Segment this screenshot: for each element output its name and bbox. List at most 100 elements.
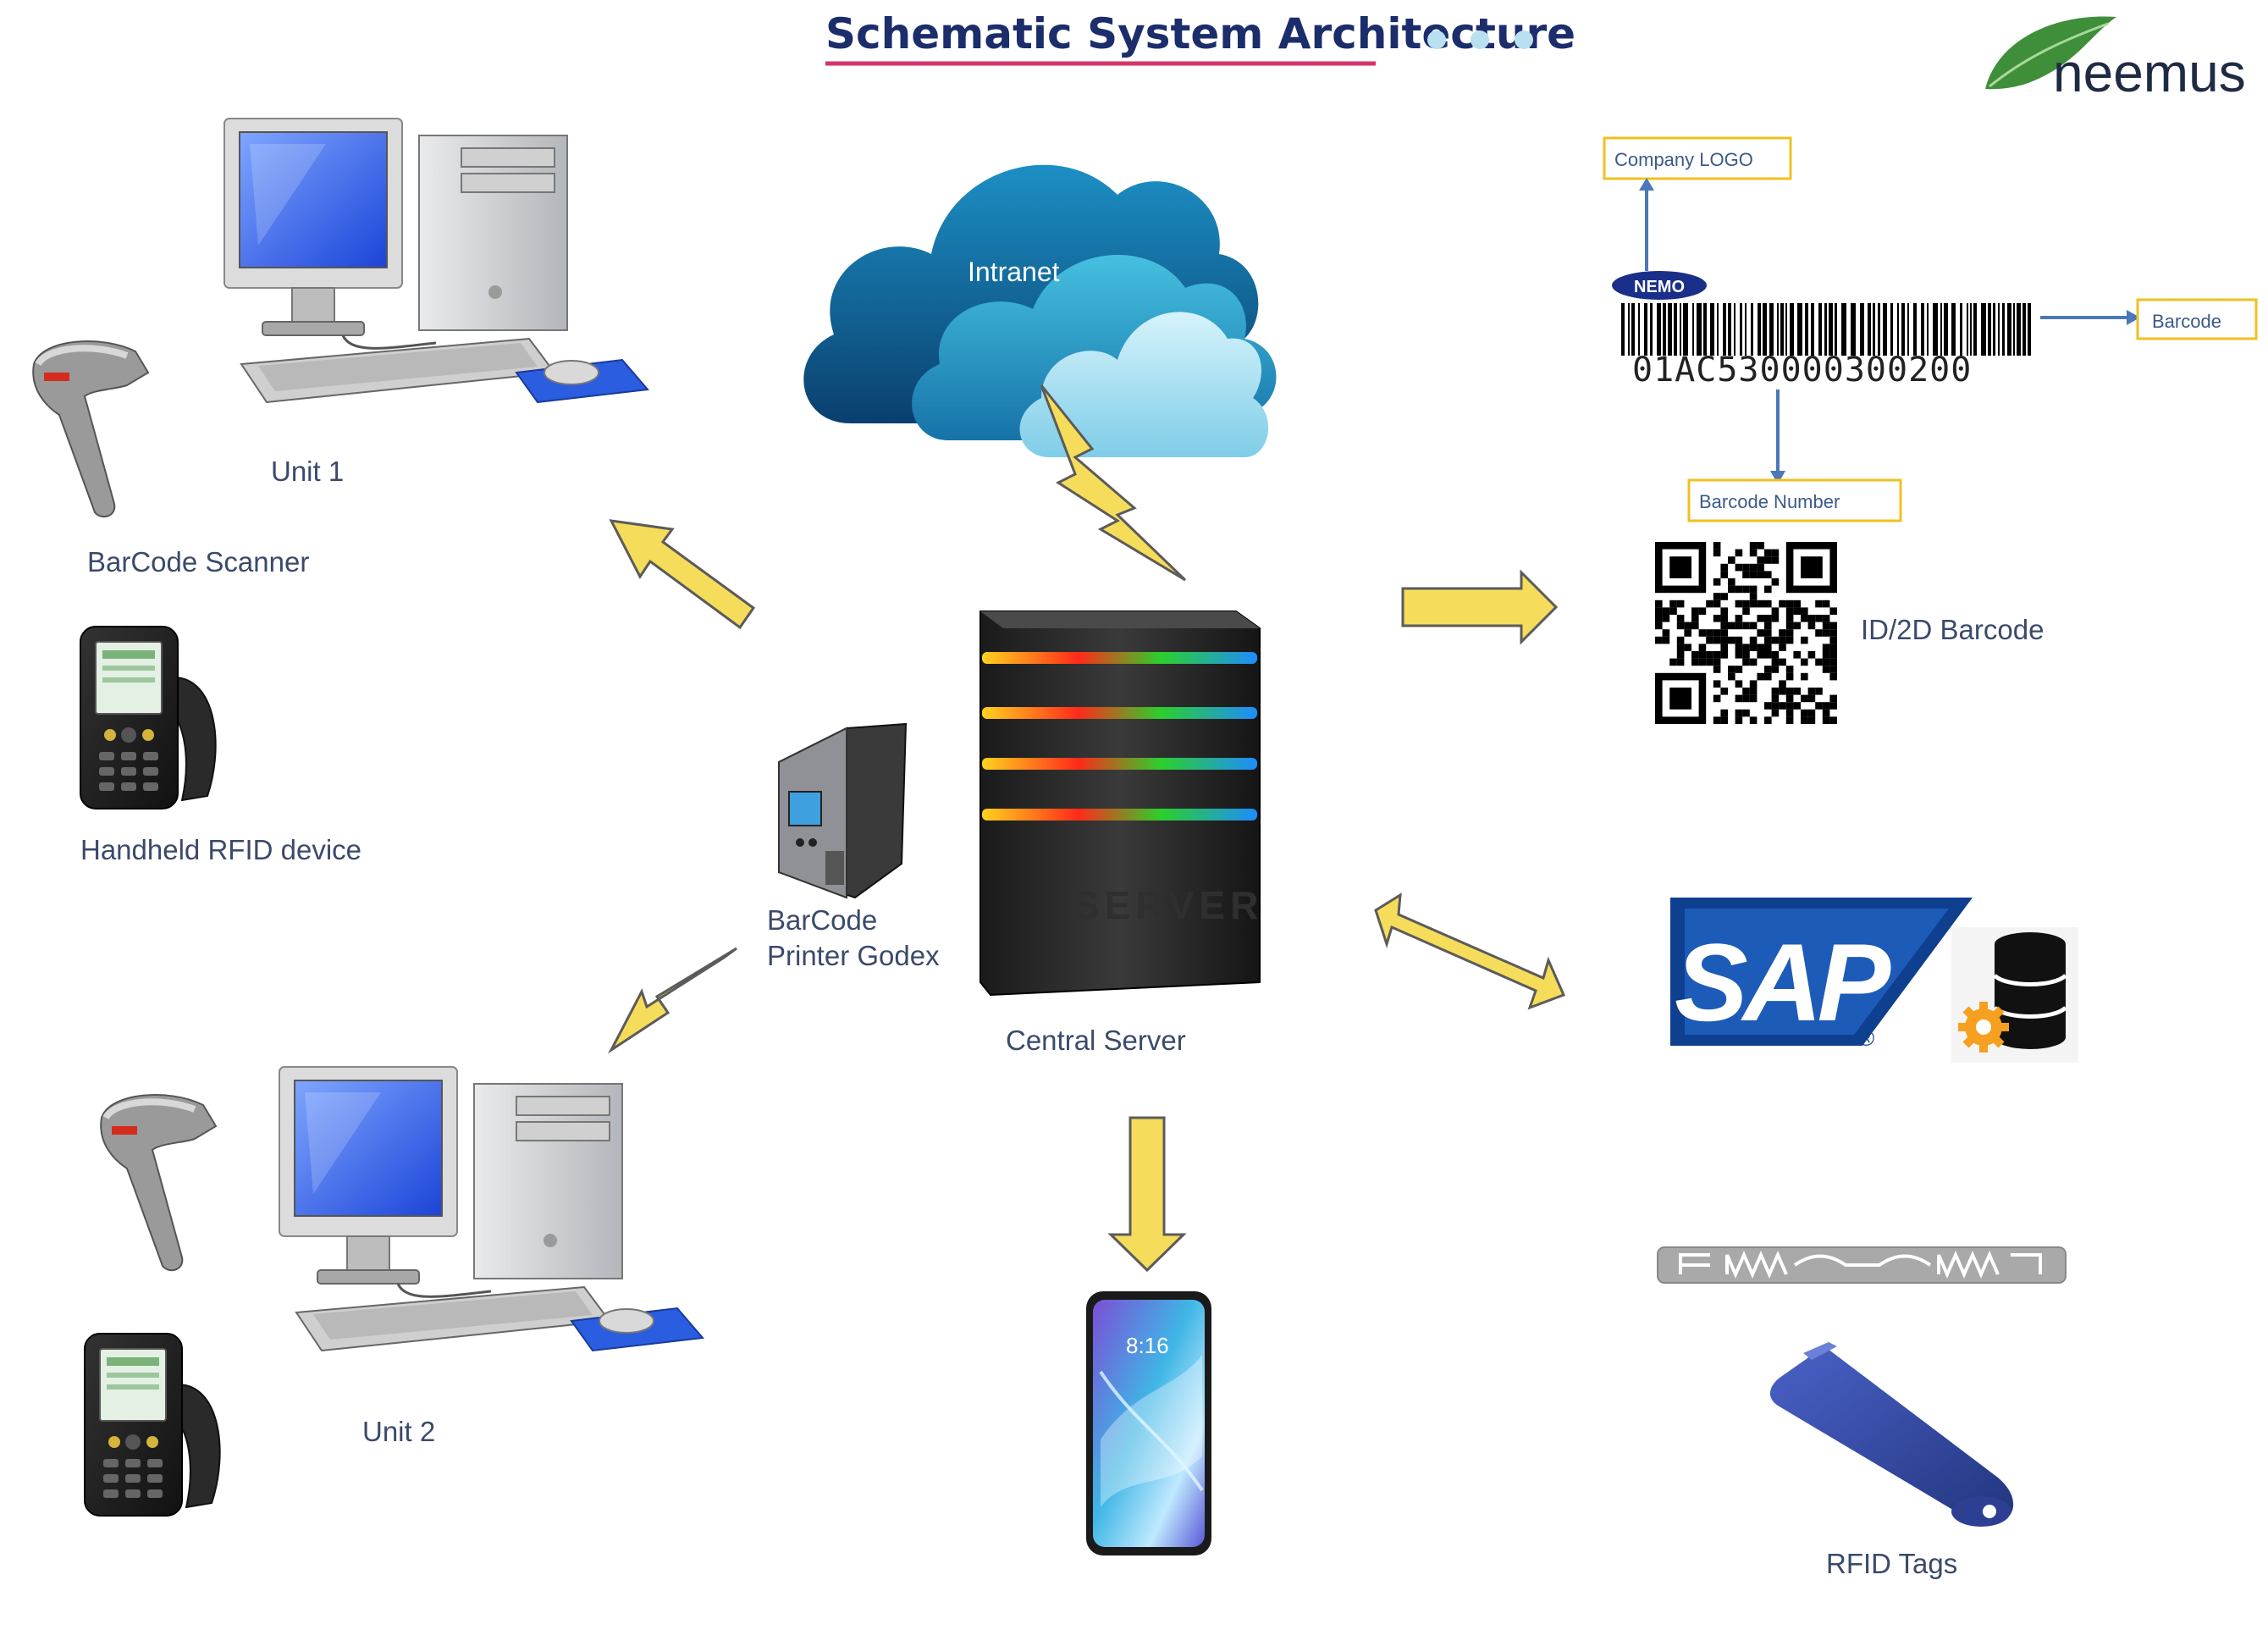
qr-module [1764, 571, 1772, 578]
qr-module [1684, 622, 1691, 630]
qr-module [1822, 622, 1830, 630]
barcode-bar [1657, 303, 1661, 356]
qr-module [1807, 651, 1816, 659]
barcode-bar [1717, 303, 1719, 356]
barcode-bar [1913, 303, 1917, 356]
qr-module [1735, 666, 1743, 673]
qr-module [1764, 716, 1772, 724]
qr-module [1655, 615, 1663, 622]
qr-module [1684, 629, 1691, 637]
intranet-label: Intranet [968, 257, 1060, 287]
barcode-bar [1901, 303, 1905, 356]
qr-module [1728, 622, 1735, 630]
qr-module [1735, 615, 1743, 622]
qr-module [1669, 607, 1677, 615]
qr-module [1669, 600, 1677, 608]
qr-module [1713, 549, 1721, 557]
arrow-to-barcode [1401, 569, 1559, 645]
qr-module [1764, 672, 1772, 681]
barcode-bar [1697, 303, 1702, 356]
arrow-to-phone [1107, 1116, 1187, 1273]
qr-module [1801, 615, 1808, 622]
qr-module [1779, 658, 1786, 666]
barcode-bar [1824, 303, 1827, 356]
barcode-bar [1621, 303, 1625, 356]
barcode-bar [2022, 303, 2026, 356]
qr-module [1749, 680, 1758, 688]
barcode-sample: Company LOGO NEMO 01AC530000300200 Barco… [1603, 136, 2258, 522]
qr-module [1676, 658, 1685, 666]
qr-module [1807, 716, 1816, 724]
qr-module [1785, 629, 1794, 637]
qr-module [1706, 629, 1713, 637]
qr-module [1749, 716, 1758, 724]
barcode-bar [1703, 303, 1707, 356]
qr-module [1720, 709, 1728, 717]
qr-module [1822, 615, 1830, 622]
barcode-bar [1758, 303, 1761, 356]
qr-finder-part [1801, 556, 1823, 578]
qr-module [1676, 644, 1685, 651]
qr-module [1720, 593, 1728, 600]
barcode-bar [1680, 303, 1681, 356]
sap-logo: SAP ® [1670, 898, 1973, 1051]
qr-module [1749, 658, 1758, 666]
central-server-label: Central Server [1006, 1025, 1186, 1056]
barcode-bar [1835, 303, 1837, 356]
barcode-bar [1692, 303, 1694, 356]
handheld-rfid-label: Handheld RFID device [80, 834, 361, 865]
qr-module [1742, 644, 1750, 651]
qr-module [1764, 585, 1772, 594]
qr-module [1785, 615, 1794, 622]
qr-module [1662, 607, 1670, 615]
qr-module [1764, 600, 1772, 608]
qr-module [1735, 549, 1743, 557]
qr-module [1749, 688, 1758, 695]
intranet-cloud: Intranet [803, 164, 1277, 457]
barcode-bar [1973, 303, 1977, 356]
qr-module [1735, 600, 1743, 608]
qr-module [1779, 629, 1786, 637]
unit1-computer [223, 117, 649, 404]
qr-module [1801, 636, 1808, 644]
qr-module [1691, 658, 1699, 666]
barcode-bar [1860, 303, 1864, 356]
company-logo-box [1603, 136, 1792, 180]
qr-module [1757, 651, 1764, 659]
qr-module [1728, 578, 1735, 586]
qr-module [1676, 615, 1685, 622]
qr-module [1771, 694, 1780, 703]
barcode-bar [1981, 303, 1986, 356]
qr-module [1728, 585, 1735, 594]
qr-module [1815, 688, 1823, 695]
printer-label-line1: BarCode [767, 904, 877, 936]
barcode-bar [1628, 303, 1630, 356]
qr-module [1713, 578, 1721, 586]
unit1-barcode-scanner-icon [33, 341, 148, 517]
barcode-bar [1805, 303, 1808, 356]
unit1-label: Unit 1 [271, 456, 344, 487]
qr-module [1706, 636, 1713, 644]
smartphone-icon: 8:16 [1086, 1291, 1211, 1555]
barcode-bar [1797, 303, 1802, 356]
qr-module [1720, 563, 1728, 572]
qr-module [1662, 636, 1670, 644]
barcode-bar [1841, 303, 1846, 356]
barcode-bar [1927, 303, 1929, 356]
qr-module [1785, 600, 1794, 608]
qr-module [1749, 644, 1758, 651]
qr-module [1713, 615, 1721, 622]
qr-module [1793, 651, 1801, 659]
qr-module [1779, 688, 1786, 695]
barcode-bar [1790, 303, 1794, 356]
qr-module [1713, 658, 1721, 666]
qr-module [1698, 651, 1707, 659]
qr-module [1764, 702, 1772, 710]
qr-module [1815, 629, 1823, 637]
qr-module [1829, 622, 1837, 630]
qr-module [1829, 651, 1837, 659]
qr-module [1771, 702, 1780, 710]
qr-module [1785, 709, 1794, 717]
qr-module [1764, 549, 1772, 557]
barcode-bar [1763, 303, 1767, 356]
